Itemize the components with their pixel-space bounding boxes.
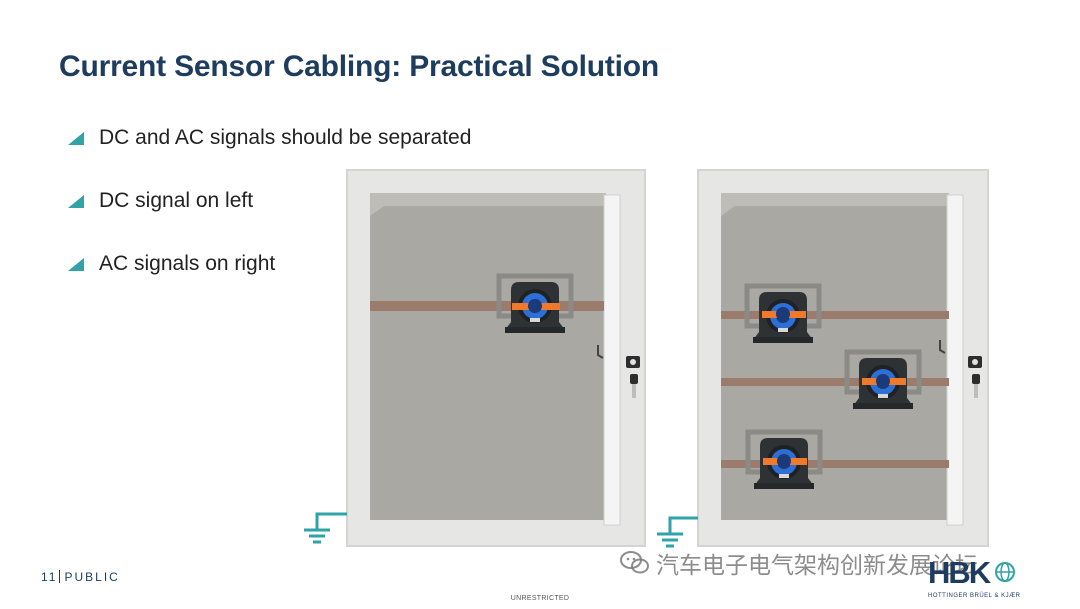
footer-classification: UNRESTRICTED [510, 595, 570, 602]
ac-cabinet [697, 169, 989, 547]
hbk-logo: HBK HOTTINGER BRÜEL & KJÆR [928, 555, 1028, 605]
slide-title: Current Sensor Cabling: Practical Soluti… [59, 50, 660, 83]
footer-divider [59, 570, 61, 583]
wechat-icon [620, 551, 649, 574]
triangle-bullet-icon [68, 258, 84, 271]
watermark: 汽车电子电气架构创新发展论坛 [620, 547, 978, 579]
logo-subtitle: HOTTINGER BRÜEL & KJÆR [928, 593, 1021, 599]
watermark-text: 汽车电子电气架构创新发展论坛 [656, 553, 978, 579]
ground-icon [657, 516, 698, 548]
page-number: 11 [41, 570, 58, 584]
footer-page-info: 11 PUBLIC [41, 570, 120, 584]
bullet-text: DC and AC signals should be separated [99, 126, 472, 149]
globe-icon [995, 562, 1015, 582]
logo-mark: HBK [928, 555, 991, 590]
triangle-bullet-icon [68, 195, 84, 208]
triangle-bullet-icon [68, 132, 84, 145]
classification-label: PUBLIC [64, 570, 120, 584]
bullet-text: AC signals on right [99, 252, 276, 275]
bullet-text: DC signal on left [99, 189, 254, 212]
ground-icon [304, 512, 347, 544]
dc-cabinet [346, 169, 646, 547]
